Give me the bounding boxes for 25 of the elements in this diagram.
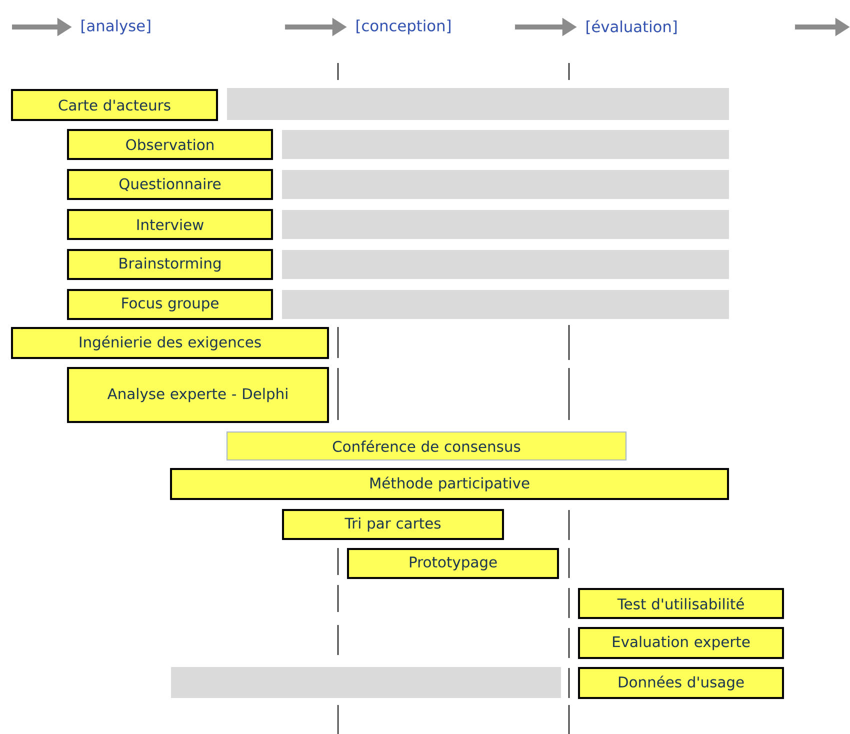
method-box: Brainstorming (67, 249, 273, 280)
method-box: Evaluation experte (578, 627, 784, 659)
method-box: Carte d'acteurs (11, 89, 218, 121)
phase-label: [évaluation] (586, 20, 677, 34)
method-box: Tri par cartes (282, 509, 504, 540)
extension-bar (171, 667, 561, 698)
method-box: Observation (67, 129, 273, 160)
phase-label: [analyse] (82, 20, 150, 34)
extension-bar (282, 130, 729, 159)
extension-bar (282, 290, 729, 319)
method-box: Méthode participative (170, 468, 729, 500)
extension-bar (282, 250, 729, 279)
phase-label: [conception] (356, 20, 450, 34)
method-box: Focus groupe (67, 289, 273, 320)
extension-bar (282, 170, 729, 199)
method-box: Interview (67, 209, 273, 240)
method-box: Test d'utilisabilité (578, 588, 784, 619)
method-box: Questionnaire (67, 169, 273, 200)
method-box: Ingénierie des exigences (11, 327, 329, 359)
method-box: Données d'usage (578, 667, 784, 699)
method-box: Analyse experte - Delphi (67, 367, 329, 423)
method-box: Conférence de consensus (226, 431, 627, 461)
method-box: Prototypage (347, 548, 559, 579)
extension-bar (227, 88, 729, 120)
extension-bar (282, 210, 729, 239)
